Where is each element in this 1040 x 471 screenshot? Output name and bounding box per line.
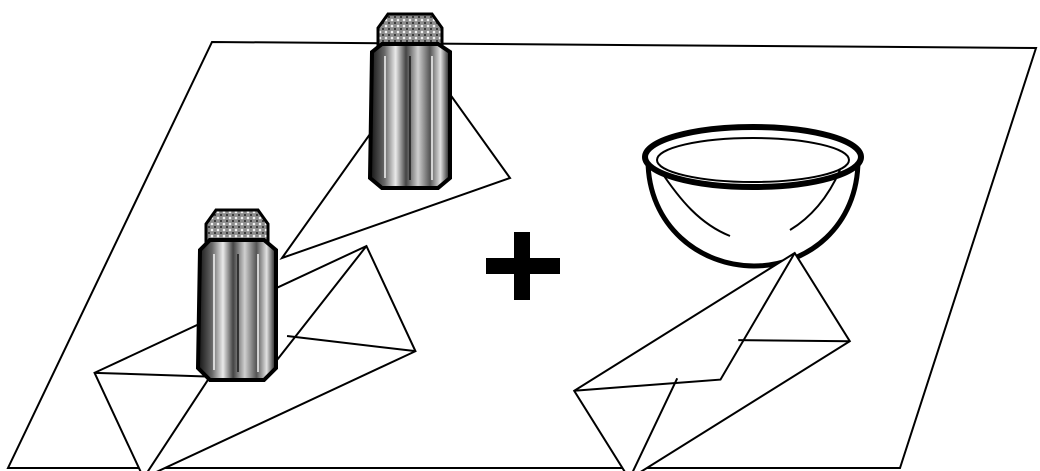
envelope-right (574, 253, 850, 471)
bowl (645, 127, 861, 266)
salt-shaker-lower (198, 210, 276, 380)
salt-shaker-upper (370, 14, 450, 188)
plus-sign (486, 232, 560, 300)
